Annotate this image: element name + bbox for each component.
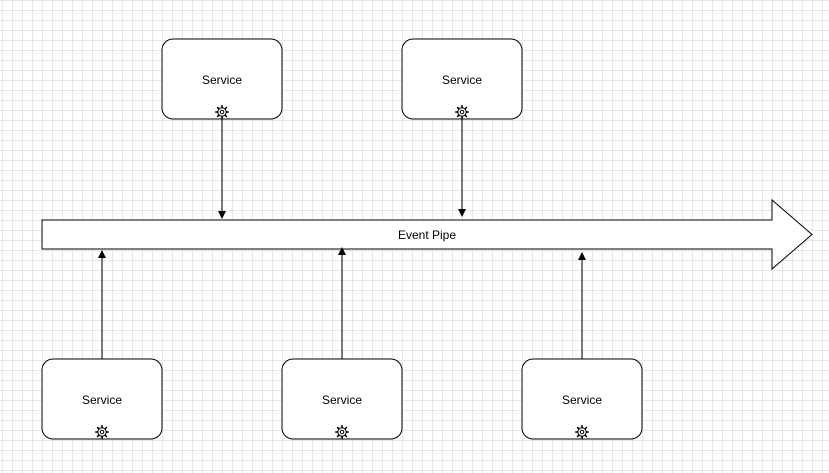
service-box — [401, 38, 523, 120]
service-label: Service — [202, 73, 242, 87]
event-pipe[interactable]: Event Pipe — [41, 198, 813, 271]
connectors — [98, 119, 586, 359]
gear-icon — [574, 424, 590, 440]
event-pipe-shape — [41, 198, 813, 271]
service-label: Service — [562, 393, 602, 407]
service-label: Service — [82, 393, 122, 407]
service-label: Service — [442, 73, 482, 87]
service-box — [161, 38, 283, 120]
gear-icon — [215, 105, 229, 119]
service-label: Service — [322, 393, 362, 407]
service-node[interactable]: Service — [521, 358, 643, 440]
service-node[interactable]: Service — [401, 38, 523, 120]
gear-icon — [334, 424, 350, 440]
event-pipe-label: Event Pipe — [398, 228, 456, 242]
service-node[interactable]: Service — [41, 358, 163, 440]
gear-icon — [95, 424, 109, 440]
gear-icon — [454, 105, 470, 119]
service-node[interactable]: Service — [281, 358, 403, 440]
service-node[interactable]: Service — [161, 38, 283, 120]
